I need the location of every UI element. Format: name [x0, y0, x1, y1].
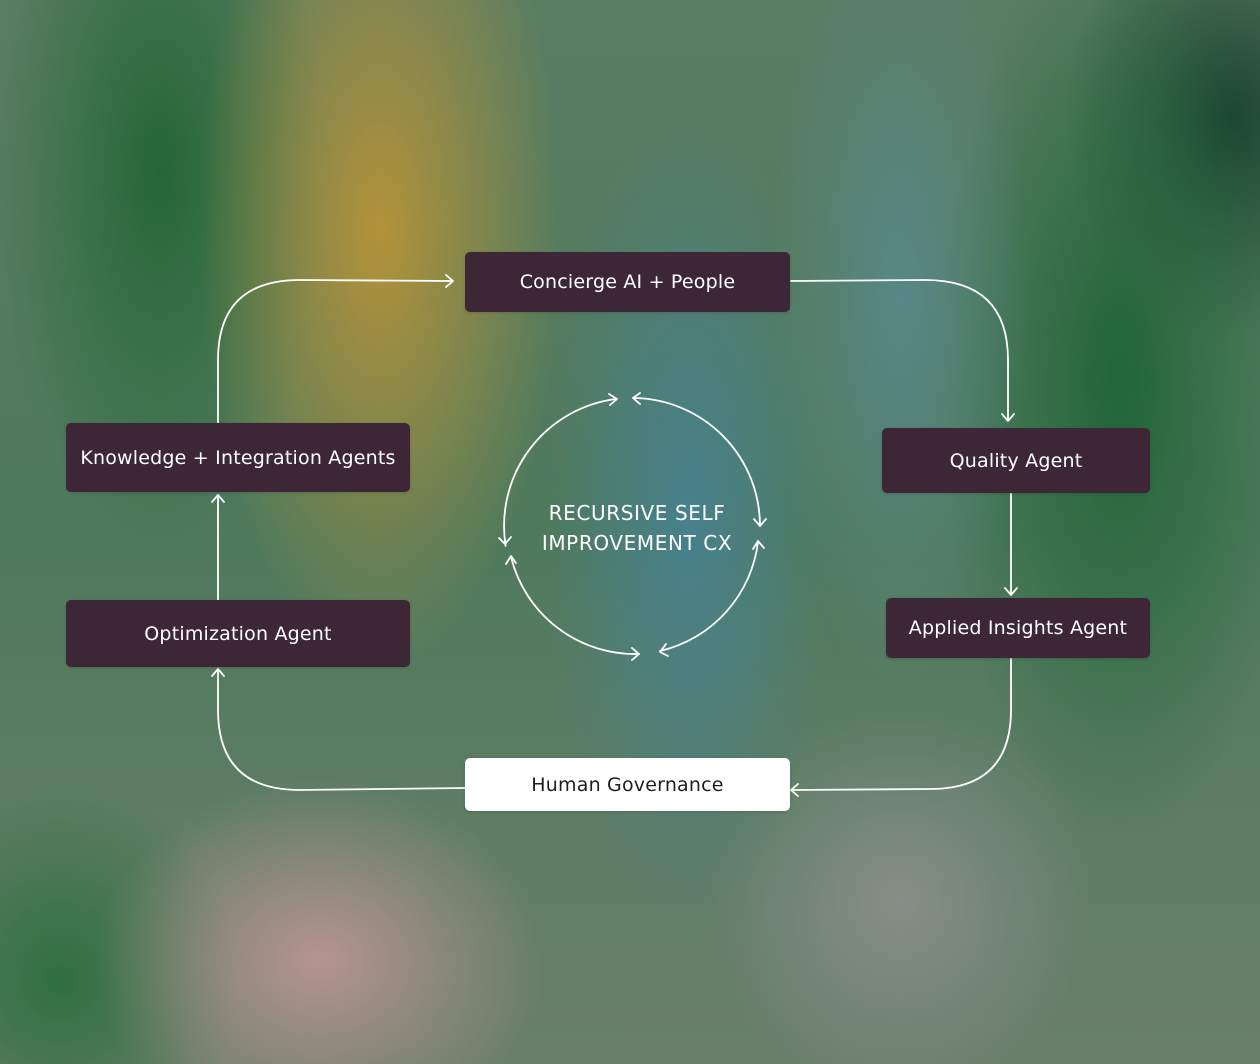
node-label: Concierge AI + People — [519, 271, 736, 293]
arrowhead-governance-in — [790, 783, 799, 797]
arrowhead-concierge-in — [445, 274, 454, 288]
arrowhead-knowledge-in — [211, 494, 225, 503]
cycle-arrow-bottom-left-start — [505, 555, 517, 565]
node-applied-insights-agent: Applied Insights Agent — [886, 598, 1150, 658]
node-label: Applied Insights Agent — [908, 617, 1128, 639]
connector-concierge-to-quality — [790, 279, 1009, 421]
cycle-arc-top-right — [633, 397, 761, 527]
center-label-line-2: IMPROVEMENT CX — [541, 531, 733, 555]
cycle-arc-top-left — [503, 398, 617, 547]
node-concierge-ai-people: Concierge AI + People — [465, 252, 790, 312]
cycle-arrow-bottom-right-end — [659, 643, 669, 657]
center-cycle-label: RECURSIVE SELF IMPROVEMENT CX — [487, 498, 787, 558]
arrowhead-quality-in — [1001, 413, 1015, 422]
cycle-arrow-bottom-left-end — [631, 647, 640, 661]
connector-insights-to-governance — [791, 658, 1012, 791]
node-knowledge-integration-agents: Knowledge + Integration Agents — [66, 423, 410, 492]
node-label: Knowledge + Integration Agents — [80, 446, 396, 469]
arrowhead-insights-in — [1004, 587, 1018, 596]
cycle-arrow-bottom-right-start — [752, 540, 765, 550]
connector-knowledge-to-concierge — [217, 279, 453, 424]
arrowhead-optimization-in — [211, 668, 225, 677]
node-optimization-agent: Optimization Agent — [66, 600, 410, 667]
cycle-arrow-top-right-start — [632, 392, 641, 405]
node-quality-agent: Quality Agent — [882, 428, 1150, 493]
cycle-arc-bottom-right — [659, 541, 759, 652]
center-label-line-1: RECURSIVE SELF — [548, 501, 726, 525]
node-label: Quality Agent — [949, 449, 1083, 472]
node-human-governance: Human Governance — [465, 758, 790, 811]
node-label: Optimization Agent — [144, 622, 332, 645]
cycle-arc-bottom-left — [510, 556, 640, 655]
connector-governance-to-optimization — [217, 669, 466, 791]
cycle-arrow-top-left-end — [608, 393, 618, 406]
cycle-arrow-top-left-start — [498, 536, 512, 545]
node-label: Human Governance — [531, 773, 724, 796]
cycle-arrow-top-right-end — [753, 518, 767, 527]
